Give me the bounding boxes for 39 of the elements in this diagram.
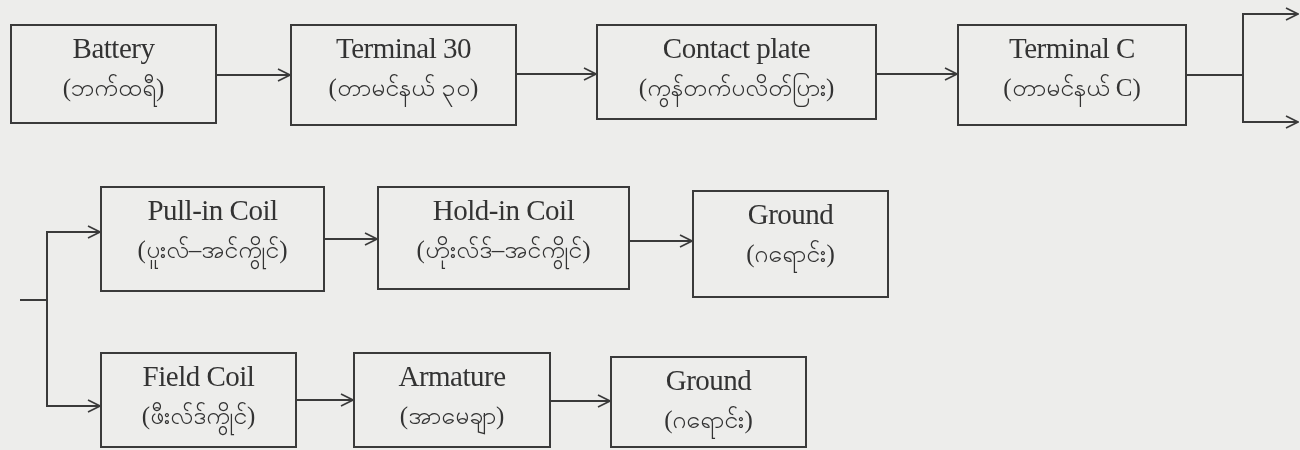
component-box	[100, 186, 325, 292]
arrow	[550, 394, 611, 408]
component-name: Terminal C	[1009, 31, 1135, 66]
component-name: Contact plate	[662, 31, 811, 66]
component-box	[957, 24, 1187, 126]
component-box	[692, 190, 889, 298]
component-name: Ground	[665, 363, 752, 398]
component-box	[10, 24, 217, 124]
translation-label: (တာမင်နယ် C)	[1003, 66, 1141, 110]
translation-label: (ဂရောင်း)	[746, 232, 835, 276]
translation-label: (ပူးလ်–အင်ကွိုင်)	[137, 228, 288, 272]
component-box	[100, 352, 297, 448]
component-name: Terminal 30	[336, 31, 471, 66]
translation-label: (ကွန်တက်ပလိတ်ပြား)	[638, 66, 835, 110]
component-name: Battery	[72, 31, 155, 66]
translation-label: (ဘက်ထရီ)	[62, 66, 165, 110]
arrow	[516, 67, 597, 81]
component-name: Ground	[747, 197, 834, 232]
branch-arrow	[19, 299, 101, 413]
component-name: Field Coil	[142, 359, 255, 394]
arrow	[876, 67, 958, 81]
component-name: Hold-in Coil	[432, 193, 575, 228]
arrow	[629, 234, 693, 248]
component-box	[353, 352, 551, 448]
arrow	[324, 232, 378, 246]
arrow	[216, 68, 291, 82]
branch-arrow	[1186, 74, 1299, 129]
translation-label: (ဖီးလ်ဒ်ကွိုင်)	[141, 394, 256, 438]
arrow	[296, 393, 354, 407]
component-box	[290, 24, 517, 126]
translation-label: (ဟိုးလ်ဒ်–အင်ကွိုင်)	[416, 228, 591, 272]
translation-label: (အာမေချာ)	[399, 394, 505, 438]
translation-label: (ဂရောင်း)	[664, 398, 753, 442]
component-box	[377, 186, 630, 290]
component-box	[610, 356, 807, 448]
component-name: Pull-in Coil	[147, 193, 278, 228]
component-box	[596, 24, 877, 120]
component-name: Armature	[398, 359, 506, 394]
translation-label: (တာမင်နယ် ၃၀)	[328, 66, 479, 110]
